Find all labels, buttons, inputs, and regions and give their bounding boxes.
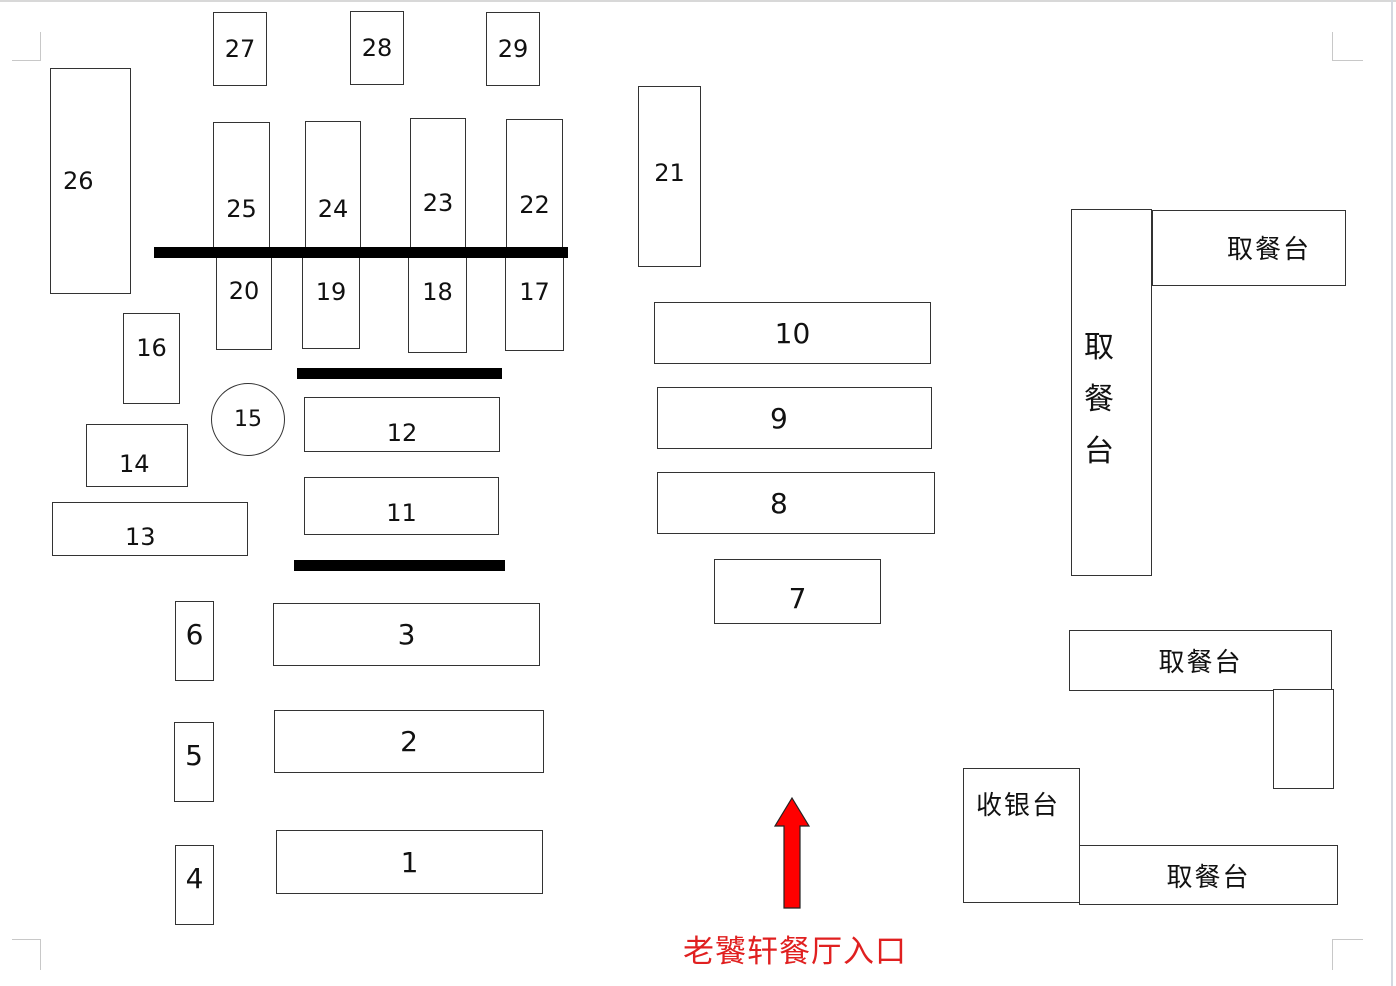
table-label: 19 — [315, 278, 347, 306]
table-13[interactable]: 13 — [52, 502, 248, 556]
table-22[interactable]: 22 — [506, 119, 563, 248]
partition-bar-middle — [297, 368, 502, 379]
counter-label: 取餐台 — [1227, 235, 1312, 265]
table-label: 28 — [361, 34, 393, 62]
table-8[interactable]: 8 — [657, 472, 935, 534]
counter-label: 取餐台 — [1166, 862, 1251, 893]
table-15[interactable]: 15 — [211, 383, 285, 456]
pickup-counter-bottom: 取餐台 — [1079, 845, 1338, 905]
table-label: 8 — [770, 486, 788, 520]
table-28[interactable]: 28 — [350, 11, 404, 85]
table-5[interactable]: 5 — [174, 722, 214, 802]
table-label: 1 — [400, 845, 419, 879]
cashier-counter: 收银台 — [963, 768, 1080, 903]
table-label: 6 — [185, 618, 204, 651]
pickup-counter-middle: 取餐台 — [1069, 630, 1332, 691]
table-label: 5 — [185, 739, 203, 772]
table-23[interactable]: 23 — [410, 118, 466, 248]
table-label: 26 — [63, 167, 94, 195]
margin-mark-bottom-left — [12, 939, 41, 970]
counter-char: 餐 — [1084, 382, 1116, 417]
table-4[interactable]: 4 — [175, 845, 214, 925]
table-label: 22 — [519, 191, 550, 219]
page-right-edge — [1391, 0, 1393, 986]
table-label: 14 — [119, 450, 150, 478]
table-label: 21 — [654, 159, 685, 187]
table-11[interactable]: 11 — [304, 477, 499, 535]
table-label: 2 — [400, 725, 418, 758]
table-29[interactable]: 29 — [486, 12, 540, 86]
entrance-label: 老饕轩餐厅入口 — [683, 934, 907, 970]
table-label: 15 — [234, 407, 262, 432]
table-17[interactable]: 17 — [505, 256, 564, 351]
table-label: 27 — [224, 35, 256, 63]
table-label: 17 — [519, 278, 550, 306]
table-label: 18 — [422, 278, 453, 306]
entrance-arrow-icon — [773, 796, 811, 909]
table-label: 24 — [317, 195, 349, 223]
table-6[interactable]: 6 — [175, 601, 214, 681]
table-21[interactable]: 21 — [638, 86, 701, 267]
pickup-counter-top: 取餐台 — [1152, 210, 1346, 286]
table-label: 29 — [497, 35, 529, 63]
table-26[interactable]: 26 — [50, 68, 131, 294]
partition-bar-bottom — [294, 560, 505, 571]
counter-label: 收银台 — [976, 791, 1061, 821]
table-label: 13 — [125, 523, 156, 551]
table-14[interactable]: 14 — [86, 424, 188, 487]
page-top-edge — [0, 0, 1396, 2]
counter-char: 取 — [1084, 330, 1116, 365]
table-1[interactable]: 1 — [276, 830, 543, 894]
table-2[interactable]: 2 — [274, 710, 544, 773]
counter-label: 取餐台 — [1158, 648, 1243, 678]
table-label: 12 — [386, 419, 418, 447]
table-label: 3 — [397, 618, 416, 651]
table-18[interactable]: 18 — [408, 256, 467, 353]
table-9[interactable]: 9 — [657, 387, 932, 449]
table-10[interactable]: 10 — [654, 302, 931, 364]
table-label: 4 — [185, 862, 204, 895]
pickup-counter-extension — [1273, 689, 1334, 789]
table-7[interactable]: 7 — [714, 559, 881, 624]
margin-mark-top-right — [1332, 32, 1363, 61]
table-label: 10 — [774, 316, 811, 350]
margin-mark-top-left — [12, 32, 41, 61]
table-27[interactable]: 27 — [213, 12, 267, 86]
table-3[interactable]: 3 — [273, 603, 540, 666]
table-20[interactable]: 20 — [216, 256, 272, 350]
table-label: 16 — [136, 334, 167, 362]
table-25[interactable]: 25 — [213, 122, 270, 248]
pickup-counter-vertical: 取 餐 台 — [1071, 209, 1152, 576]
margin-mark-bottom-right — [1332, 939, 1363, 970]
table-12[interactable]: 12 — [304, 397, 500, 452]
table-label: 11 — [386, 499, 417, 527]
table-24[interactable]: 24 — [305, 121, 361, 248]
counter-char: 台 — [1084, 434, 1116, 469]
table-label: 23 — [422, 189, 454, 217]
table-label: 20 — [228, 277, 260, 305]
table-16[interactable]: 16 — [123, 313, 180, 404]
partition-bar-top — [154, 247, 568, 258]
table-19[interactable]: 19 — [302, 256, 360, 349]
table-label: 9 — [770, 401, 788, 435]
table-label: 25 — [226, 195, 257, 223]
table-label: 7 — [788, 582, 807, 615]
